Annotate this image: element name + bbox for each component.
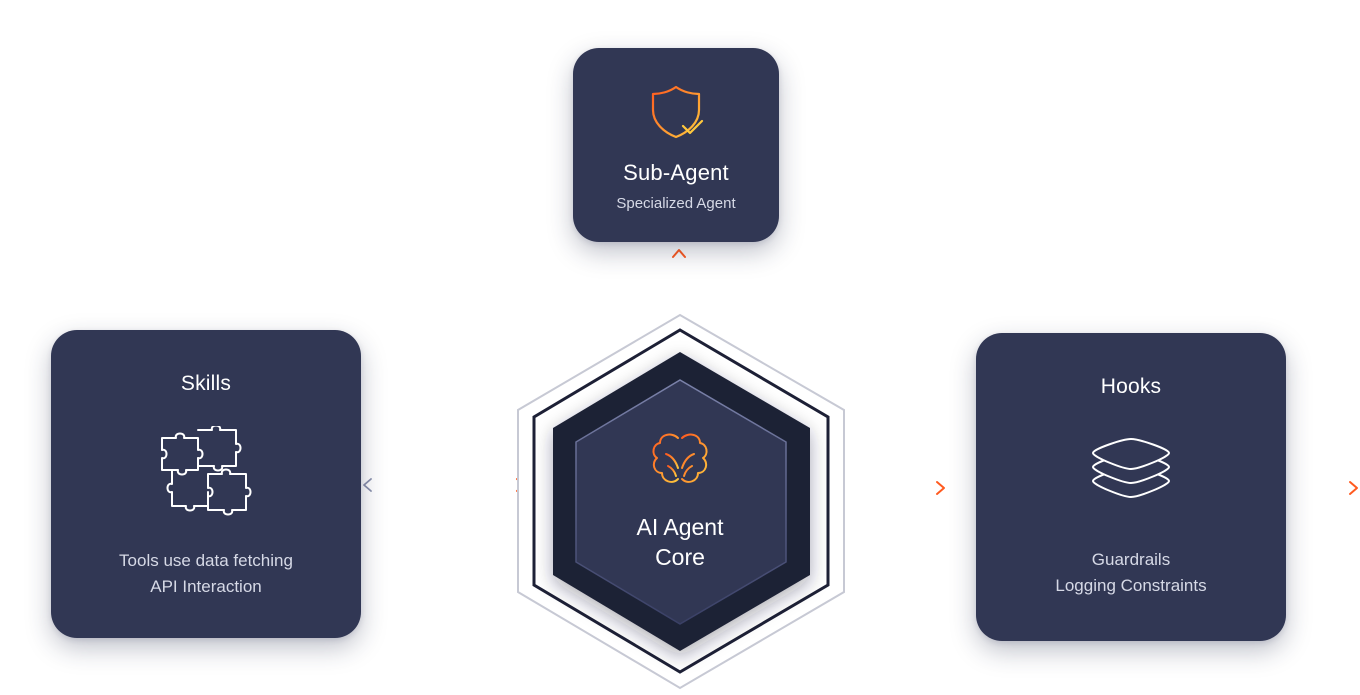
hooks-title: Hooks	[1100, 375, 1162, 398]
core-title-line-1: AI Agent	[636, 514, 724, 540]
core-hooks-connector	[826, 481, 945, 495]
hex-inner-face	[575, 379, 787, 625]
hooks-output-connector	[1288, 481, 1358, 495]
shield-check-icon	[651, 85, 704, 139]
brain-icon	[652, 433, 708, 487]
hooks-card[interactable]: Hooks Guardrails Logging Constraints	[976, 333, 1286, 641]
sub-agent-description: Specialized Agent	[616, 195, 736, 212]
hooks-description-line-1: Guardrails	[1091, 550, 1171, 569]
puzzle-pieces-icon	[161, 426, 252, 516]
layers-stack-icon	[1092, 438, 1170, 498]
skills-title: Skills	[180, 372, 232, 395]
core-title: AI Agent Core	[560, 512, 800, 572]
skills-description: Tools use data fetching API Interaction	[51, 548, 361, 600]
sub-agent-title: Sub-Agent	[623, 160, 729, 185]
skills-card[interactable]: Skills Tools use data fetching API Inter…	[51, 330, 361, 638]
hooks-description-line-2: Logging Constraints	[1055, 576, 1207, 595]
skills-description-line-2: API Interaction	[150, 577, 262, 596]
sub-agent-card[interactable]: Sub-Agent Specialized Agent	[573, 48, 779, 242]
core-title-line-2: Core	[655, 544, 705, 570]
hooks-description: Guardrails Logging Constraints	[976, 547, 1286, 599]
core-subagent-connector	[672, 249, 686, 306]
skills-description-line-1: Tools use data fetching	[119, 551, 293, 570]
